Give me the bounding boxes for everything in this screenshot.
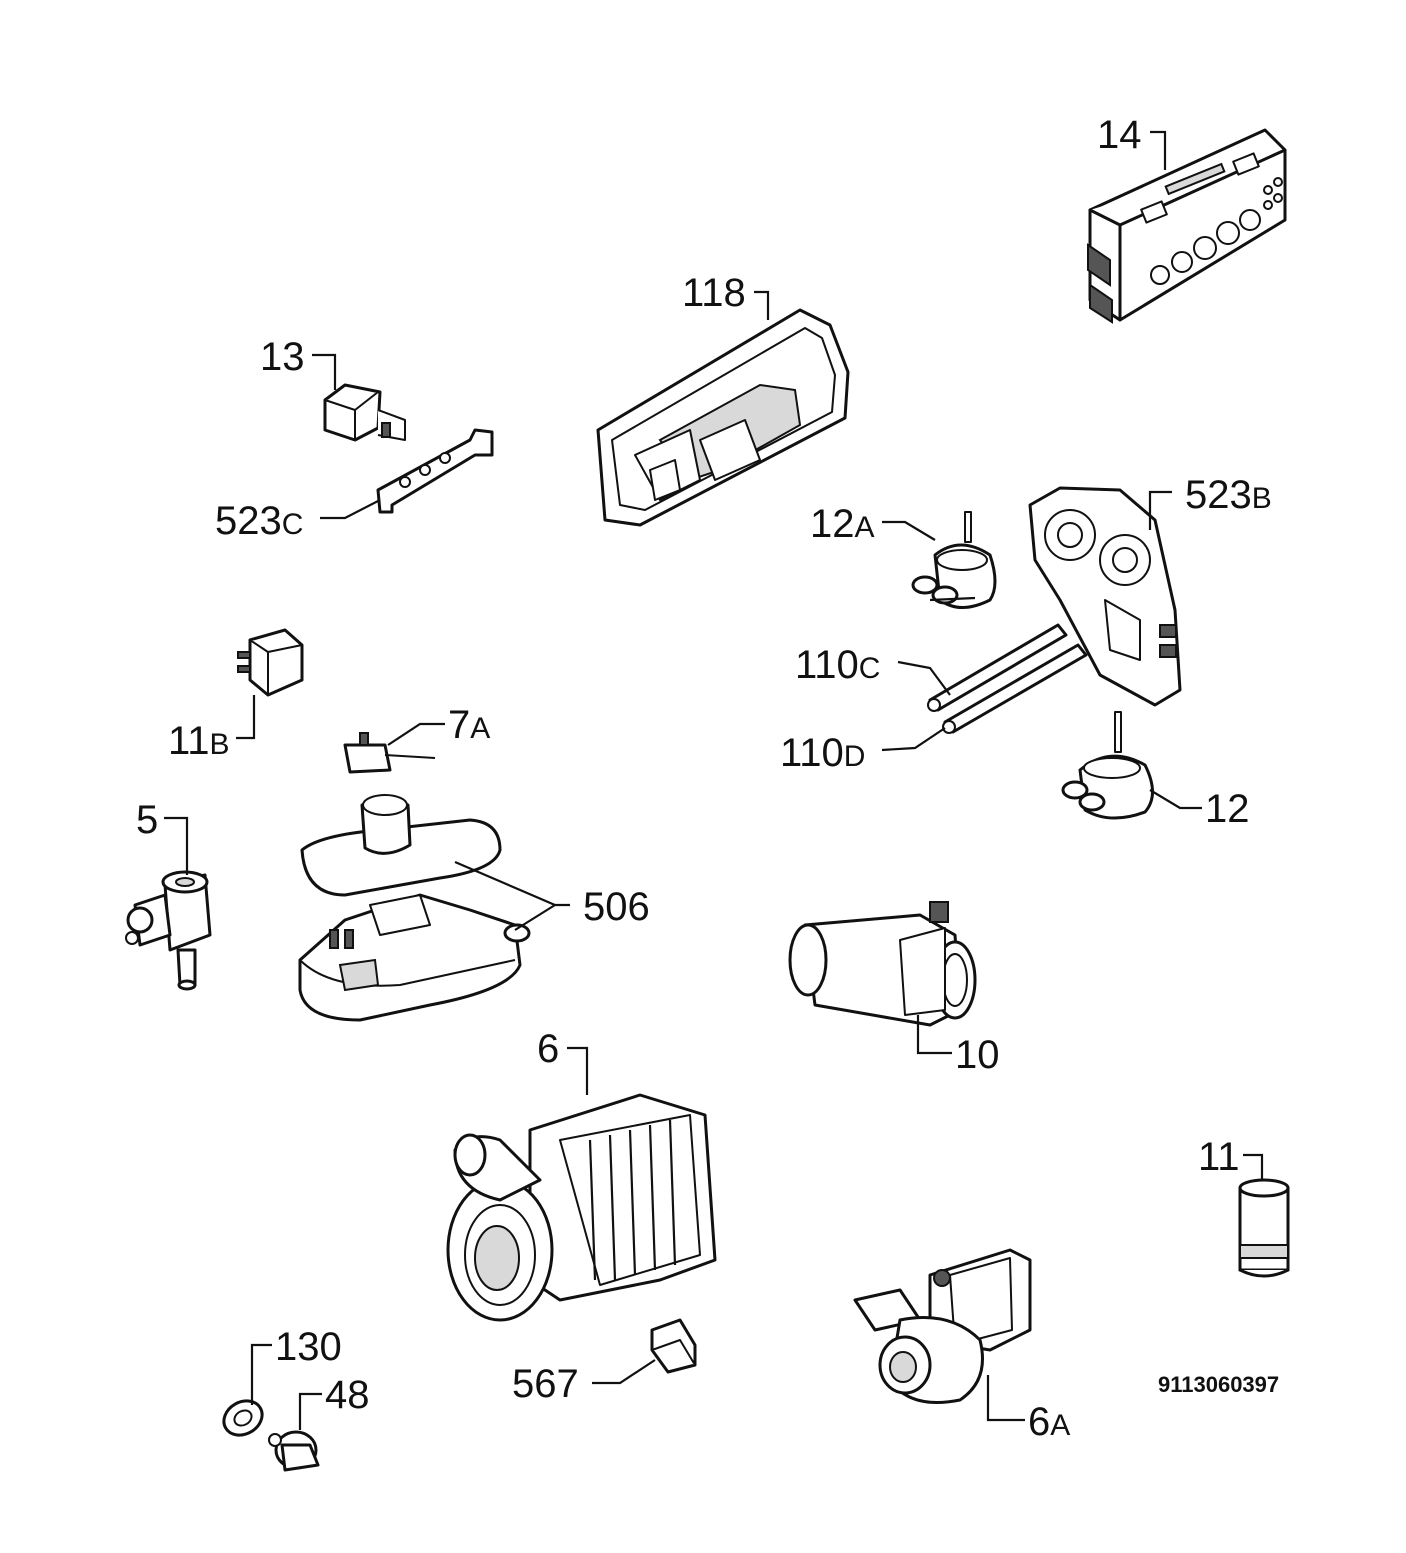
part-567-clip bbox=[650, 1318, 697, 1374]
callout-13: 13 bbox=[260, 335, 305, 379]
leader-118 bbox=[754, 290, 770, 320]
callout-48: 48 bbox=[325, 1373, 370, 1417]
leader-10 bbox=[916, 1015, 952, 1055]
callout-10: 10 bbox=[955, 1033, 1000, 1077]
callout-11b: 11B bbox=[168, 719, 230, 763]
leader-523c bbox=[320, 499, 381, 520]
leader-506b bbox=[514, 904, 556, 931]
callout-118: 118 bbox=[682, 271, 746, 315]
part-130-seal-ring bbox=[222, 1399, 264, 1437]
part-523b-bracket bbox=[1028, 486, 1182, 707]
part-6a-drain-pump bbox=[853, 1248, 1032, 1404]
part-10-heater bbox=[788, 901, 977, 1027]
part-48-plug bbox=[268, 1430, 320, 1472]
drawing-number: 9113060397 bbox=[1158, 1372, 1279, 1397]
leader-506a bbox=[454, 860, 570, 907]
leader-567 bbox=[592, 1359, 656, 1385]
leader-lines bbox=[164, 130, 1264, 1430]
part-12-pressure-switch bbox=[1061, 711, 1154, 820]
callout-110c: 110C bbox=[795, 643, 880, 687]
callout-523b: 523B bbox=[1185, 473, 1272, 517]
leader-6a bbox=[986, 1375, 1025, 1422]
part-7a-sensor bbox=[343, 732, 436, 774]
leader-48 bbox=[298, 1392, 322, 1430]
leader-11 bbox=[1243, 1153, 1264, 1180]
callout-523c: 523C bbox=[215, 499, 303, 543]
part-506-float-cover bbox=[300, 794, 502, 897]
part-6-circulation-pump bbox=[446, 1093, 717, 1322]
part-110d-hose bbox=[942, 643, 1088, 734]
part-523c-bracket bbox=[376, 428, 494, 514]
leader-5 bbox=[164, 816, 189, 875]
callout-12: 12 bbox=[1205, 787, 1250, 831]
callout-506: 506 bbox=[583, 885, 650, 929]
part-110c-hose bbox=[927, 623, 1068, 712]
leader-12a bbox=[882, 520, 936, 541]
leader-14 bbox=[1150, 130, 1167, 170]
callout-567: 567 bbox=[512, 1362, 579, 1406]
callout-110d: 110D bbox=[780, 731, 865, 775]
callout-7a: 7A bbox=[448, 703, 490, 747]
part-506-float-housing bbox=[298, 893, 531, 1022]
part-118-detergent-dispenser bbox=[596, 308, 850, 527]
part-12a-pressure-switch bbox=[911, 511, 997, 609]
leader-13 bbox=[312, 353, 337, 390]
part-11-capacitor bbox=[1238, 1178, 1290, 1278]
callout-12a: 12A bbox=[810, 502, 875, 546]
callout-5: 5 bbox=[136, 798, 158, 842]
callout-11: 11 bbox=[1198, 1135, 1240, 1179]
part-14-control-module bbox=[1087, 128, 1287, 324]
leader-11b bbox=[236, 695, 256, 740]
leader-6 bbox=[567, 1046, 589, 1095]
callout-6: 6 bbox=[537, 1027, 559, 1071]
leader-12 bbox=[1149, 789, 1202, 810]
pump-winding-lines bbox=[588, 1119, 677, 1281]
leader-523b bbox=[1148, 490, 1172, 530]
part-5-inlet-valve bbox=[125, 870, 212, 991]
leader-110d bbox=[881, 727, 946, 752]
leader-110c bbox=[897, 660, 951, 696]
leader-7a bbox=[387, 722, 445, 746]
callout-130: 130 bbox=[275, 1325, 342, 1369]
part-11b-relay bbox=[237, 628, 304, 697]
part-13-switch bbox=[323, 383, 406, 442]
module-knob-holes bbox=[1150, 177, 1283, 285]
leader-130 bbox=[250, 1343, 272, 1405]
callout-labels: 14 118 13 523C 523B 12A 110C 110D 12 11B… bbox=[136, 113, 1272, 1444]
callout-6a: 6A bbox=[1028, 1400, 1070, 1444]
callout-14: 14 bbox=[1097, 113, 1142, 157]
